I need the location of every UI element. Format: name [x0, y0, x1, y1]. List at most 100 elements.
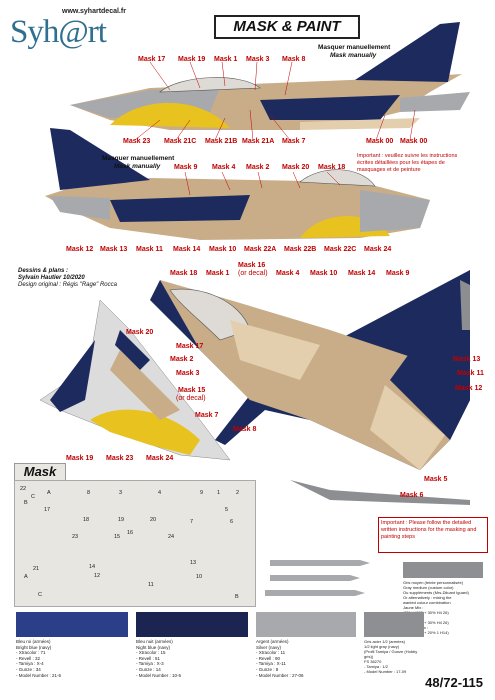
callout-label: Mask 13 — [453, 356, 481, 363]
mask-number: 7 — [190, 519, 194, 525]
swatch-line: Jaune Mix : — [403, 605, 424, 610]
mask-number: 13 — [190, 560, 197, 566]
callout-lines — [134, 61, 416, 196]
callout-label: Mask 00 — [400, 138, 428, 145]
important-note-en: Important : Please follow the detailed w… — [381, 520, 477, 540]
credits-line: Dessins & plans : — [18, 268, 69, 274]
swatch-line: Gris moyen (teinte personnalisée) — [403, 580, 464, 585]
mask-number: 9 — [200, 490, 204, 496]
paint-swatch-card: Bleu nuit (armées) Night blue (navy) - X… — [136, 612, 248, 688]
callout-label: Mask 9 — [386, 270, 410, 277]
callout-label: Mask 20 — [282, 164, 310, 171]
swatch-line: (70% H322 + 30% H4 26) — [403, 620, 449, 625]
swatch-line: (70% H322 + 20% 1 H14) — [403, 630, 449, 635]
callout-label: Mask 10 — [310, 270, 338, 277]
callout-label: Mask 21A — [242, 138, 275, 145]
callout-label: Mask 22C — [324, 246, 357, 253]
swatch-line: - Revell : 90 — [256, 655, 281, 661]
swatch-line: - Gunze : 14 — [136, 666, 161, 672]
swatch-line: Argent (armées) — [256, 639, 289, 644]
callout-label: Mask 3 — [246, 56, 270, 63]
callout-label: Mask 11 — [136, 246, 163, 253]
swatch-line: 1/2 light gray (navy) — [364, 644, 400, 649]
callout-label: Mask 7 — [195, 412, 219, 419]
callout-label: Mask 19 — [66, 455, 94, 462]
callout-label: Mask 4 — [212, 164, 236, 171]
side-view-2 — [45, 128, 430, 240]
custom-color-swatch — [403, 562, 483, 578]
mask-number: A — [47, 490, 51, 496]
swatch-line: - Model Number : 21-5 — [16, 672, 62, 678]
callout-label: Mask 15 — [178, 387, 206, 394]
callout-label: Mask 20 — [126, 329, 154, 336]
mask-number: 5 — [225, 507, 229, 513]
callout-label: Mask 6 — [400, 492, 424, 499]
mask-number: 24 — [168, 534, 175, 540]
swatch-line: - Tamiya : X-3 — [136, 661, 164, 667]
paint-swatch-text: Bleu nuit (armées) Night blue (navy) - X… — [136, 639, 248, 678]
mask-sheet — [14, 480, 256, 607]
mask-number: 3 — [119, 490, 123, 496]
mask-number: 22 — [20, 486, 27, 492]
mask-number: 6 — [230, 519, 234, 525]
swatch-line: - Xtracolor : 11 — [256, 650, 286, 656]
paint-swatch — [16, 612, 128, 637]
callout-label: Mask 22B — [284, 246, 317, 253]
swatch-line: Gray medium (custom color) — [403, 585, 454, 590]
callout-label: Mask 24 — [364, 246, 392, 253]
mask-number: 10 — [196, 574, 203, 580]
swatch-line: - Xtracolor : 71 — [16, 650, 46, 656]
credits-line: Sylvain Hautier 10/2020 — [18, 275, 85, 281]
swatch-line: FS 36270 — [364, 659, 382, 664]
swatch-line: - Model Number : 17-09 — [364, 669, 407, 674]
website-url: www.syhartdecal.fr — [62, 8, 126, 15]
mask-number: C — [31, 494, 35, 500]
callout-label: Mask 19 — [178, 56, 206, 63]
mask-number: 1 — [217, 490, 221, 496]
mask-number: 14 — [89, 564, 96, 570]
callout-label: Mask 14 — [348, 270, 376, 277]
credits: Dessins & plans : Sylvain Hautier 10/202… — [18, 268, 117, 289]
callout-label: (or decal) — [176, 395, 206, 402]
mask-number: 16 — [127, 530, 134, 536]
callout-label: Mask 2 — [170, 356, 194, 363]
callout-label: Mask 5 — [424, 476, 448, 483]
callout-label: Mask 1 — [206, 270, 230, 277]
swatch-line: - Gunze : 34 — [16, 666, 41, 672]
callout-label: Mask 17 — [138, 56, 166, 63]
callout-label: Mask 4 — [276, 270, 300, 277]
credits-line: Design original : Régis "Rage" Rocca — [18, 282, 117, 288]
swatch-line: Ou suppléments (Mrs-Diluant Iguard) — [403, 590, 469, 595]
swatch-line: - Tamiya : X-4 — [16, 661, 44, 667]
swatch-line: Night blue (navy) — [136, 644, 171, 650]
manual-note-en: Mask manually — [330, 52, 377, 59]
mask-number: 15 — [114, 534, 121, 540]
paint-swatch-text: Bleu roi (armées) Bright blue (navy) - X… — [16, 639, 128, 678]
callout-label: Mask 12 — [455, 385, 483, 392]
callout-label: Mask 3 — [176, 370, 200, 377]
swatch-line: (Profil Tamiya / Gunze (Hobby gris)) — [364, 649, 418, 659]
mask-number: 23 — [72, 534, 79, 540]
mask-number: 2 — [236, 490, 240, 496]
manual-note-en: Mask manually — [114, 163, 161, 170]
callout-label: Mask 14 — [173, 246, 201, 253]
missile-drawings — [265, 560, 370, 596]
callout-label: Mask 8 — [233, 426, 257, 433]
paint-swatch-card: Gris acier 1/2 (armées) 1/2 light gray (… — [364, 612, 424, 688]
product-reference: 48/72-115 — [425, 675, 483, 690]
callout-label: Mask 7 — [282, 138, 306, 145]
page-title: MASK & PAINT — [214, 15, 360, 39]
callout-label: Mask 11 — [457, 370, 484, 377]
mask-number: 19 — [118, 517, 125, 523]
swatch-line: wanted colour combination — [403, 600, 451, 605]
manual-note-fr: Masquer manuellement — [102, 155, 175, 162]
brand-logo: Syh@rt — [10, 14, 107, 50]
underside-view — [39, 299, 231, 461]
callout-label: Mask 22A — [244, 246, 277, 253]
callout-label: Mask 12 — [66, 246, 94, 253]
mask-number: 12 — [94, 573, 101, 579]
mask-number: C — [38, 592, 42, 598]
mask-number: 18 — [83, 517, 90, 523]
mask-number: 21 — [33, 566, 40, 572]
mask-number: 4 — [158, 490, 162, 496]
